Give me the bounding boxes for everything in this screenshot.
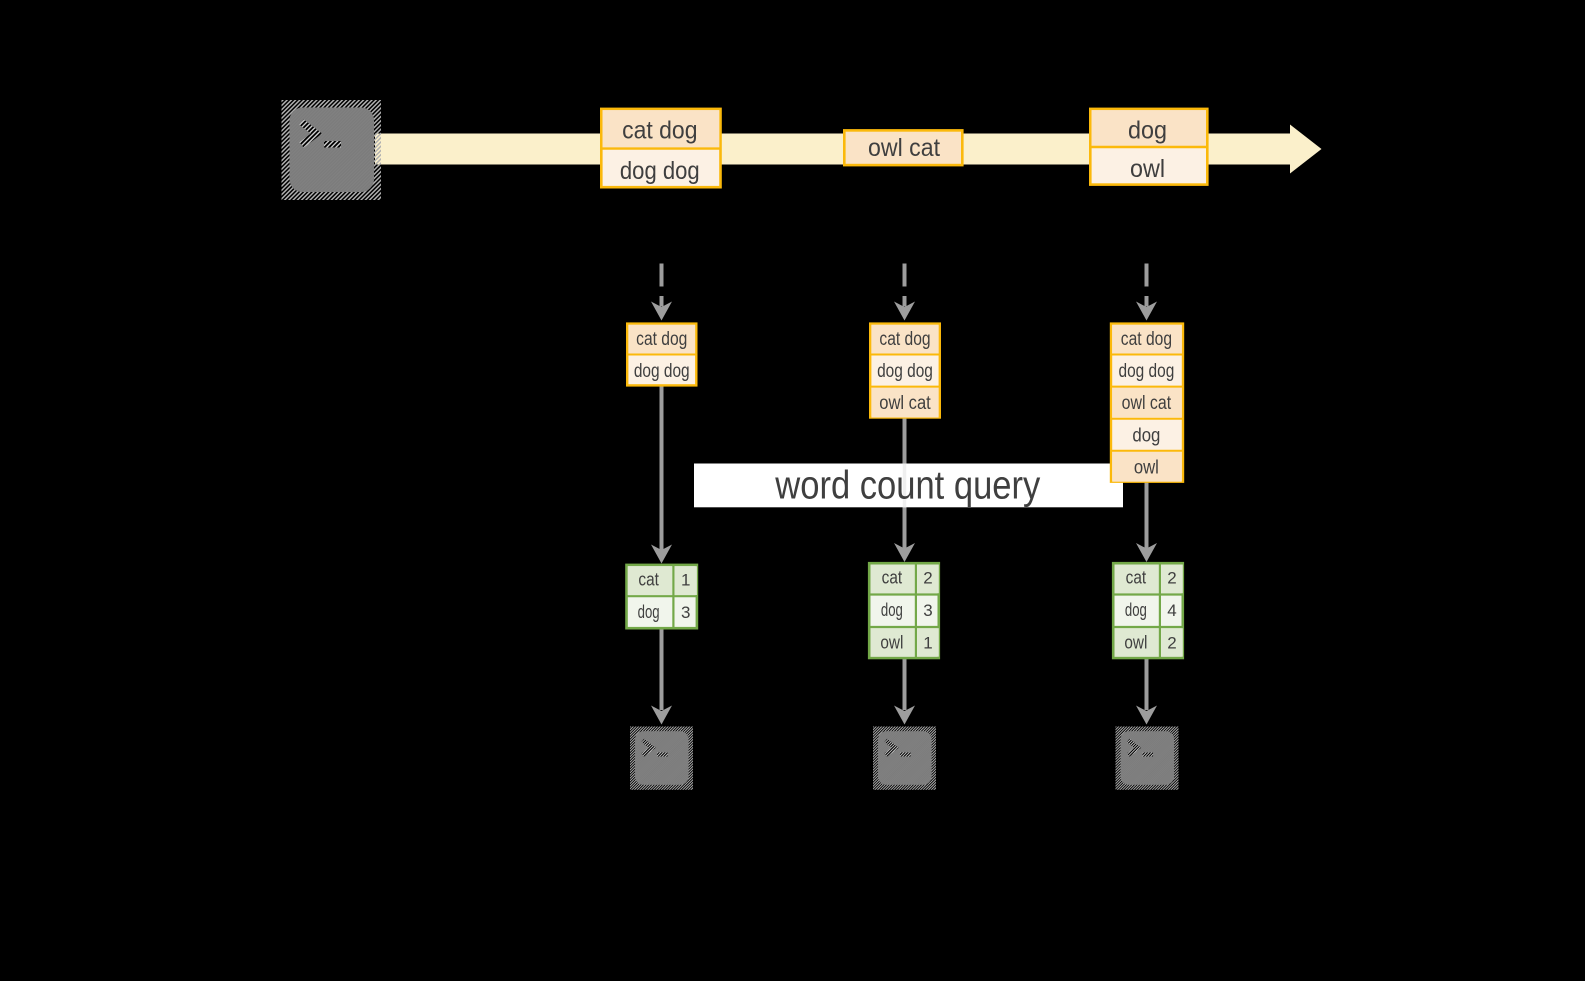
svg-text:cat: cat bbox=[882, 567, 903, 588]
svg-text:owl: owl bbox=[880, 632, 903, 653]
svg-text:1: 1 bbox=[923, 634, 932, 653]
svg-text:owl: owl bbox=[1130, 155, 1165, 183]
svg-text:owl: owl bbox=[1134, 457, 1159, 478]
svg-text:dog dog: dog dog bbox=[1119, 361, 1175, 382]
svg-text:2: 2 bbox=[1167, 569, 1176, 588]
svg-text:dog dog: dog dog bbox=[634, 361, 690, 382]
svg-text:owl cat: owl cat bbox=[1122, 393, 1172, 414]
svg-text:3: 3 bbox=[923, 601, 932, 620]
svg-text:1: 1 bbox=[681, 571, 690, 590]
svg-text:dog: dog bbox=[1132, 425, 1160, 446]
svg-text:cat dog: cat dog bbox=[1121, 329, 1172, 350]
svg-text:owl: owl bbox=[1124, 632, 1147, 653]
svg-text:dog: dog bbox=[1125, 599, 1147, 620]
svg-text:dog: dog bbox=[881, 599, 903, 620]
svg-text:2: 2 bbox=[1167, 634, 1176, 653]
svg-text:owl cat: owl cat bbox=[879, 393, 931, 414]
svg-text:cat: cat bbox=[1126, 567, 1147, 588]
svg-text:owl cat: owl cat bbox=[868, 134, 940, 162]
svg-text:cat dog: cat dog bbox=[879, 329, 930, 350]
svg-text:dog dog: dog dog bbox=[877, 361, 933, 382]
svg-text:cat dog: cat dog bbox=[636, 329, 687, 350]
svg-text:dog: dog bbox=[638, 601, 660, 622]
svg-text:4: 4 bbox=[1167, 601, 1176, 620]
svg-text:dog: dog bbox=[1128, 117, 1167, 145]
svg-text:dog dog: dog dog bbox=[620, 157, 700, 185]
svg-text:cat dog: cat dog bbox=[622, 117, 697, 145]
svg-text:3: 3 bbox=[681, 603, 690, 622]
svg-text:cat: cat bbox=[638, 569, 659, 590]
svg-text:word count query: word count query bbox=[774, 464, 1040, 508]
svg-text:2: 2 bbox=[923, 569, 932, 588]
